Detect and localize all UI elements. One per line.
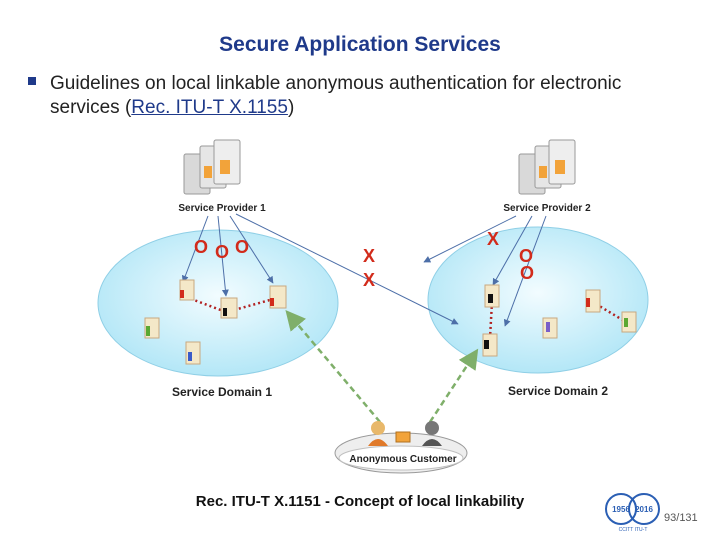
rec-x1155-link[interactable]: Rec. ITU-T X.1155: [131, 97, 288, 118]
page-current: 93: [664, 512, 677, 524]
bullet-text: Guidelines on local linkable anonymous a…: [50, 72, 688, 120]
customer-label: Anonymous Customer: [349, 454, 456, 465]
server-provider-2-icon: [518, 139, 576, 195]
mark-x-1: X: [363, 246, 375, 266]
tokens-domain-2: [482, 284, 637, 357]
mark-x-3: X: [487, 229, 499, 249]
bullet-text-after: ): [287, 97, 295, 118]
provider-arrows: [181, 213, 547, 327]
mark-o-3: O: [235, 237, 249, 257]
mark-o-4: O: [519, 246, 533, 266]
logo-caption: CCITT ITU-T: [619, 527, 648, 533]
itu-anniversary-logo: 1956 2016 CCITT ITU-T: [605, 493, 660, 533]
service-domain-1: [97, 229, 339, 377]
logo-year-right: 2016: [635, 505, 653, 514]
mark-x-2: X: [363, 270, 375, 290]
bullet-item: Guidelines on local linkable anonymous a…: [28, 72, 688, 120]
mark-o-2: O: [215, 242, 229, 262]
page-number: 93/131: [664, 512, 698, 524]
provider-2-label: Service Provider 2: [503, 203, 591, 214]
domain-1-label: Service Domain 1: [172, 385, 272, 399]
mark-o-5: O: [520, 263, 534, 283]
provider-1-label: Service Provider 1: [178, 203, 266, 214]
domain-2-label: Service Domain 2: [508, 384, 608, 398]
server-provider-1-icon: [183, 139, 241, 195]
customer-access-arrows: [285, 309, 479, 423]
figure-caption: Rec. ITU-T X.1151 - Concept of local lin…: [195, 493, 525, 510]
anonymous-customer-icon: [334, 421, 468, 474]
local-link-lines: [185, 295, 627, 339]
slide-title: Secure Application Services: [219, 33, 501, 56]
linkability-marks: O O O X X X O O: [194, 229, 534, 290]
service-domain-2: [427, 226, 649, 374]
bullet-text-before: Guidelines on local linkable anonymous a…: [50, 73, 622, 118]
tokens-domain-1: [144, 279, 287, 365]
logo-year-left: 1956: [612, 505, 630, 514]
mark-o-1: O: [194, 237, 208, 257]
page-total: 131: [679, 512, 698, 524]
bullet-square-icon: [28, 77, 36, 85]
